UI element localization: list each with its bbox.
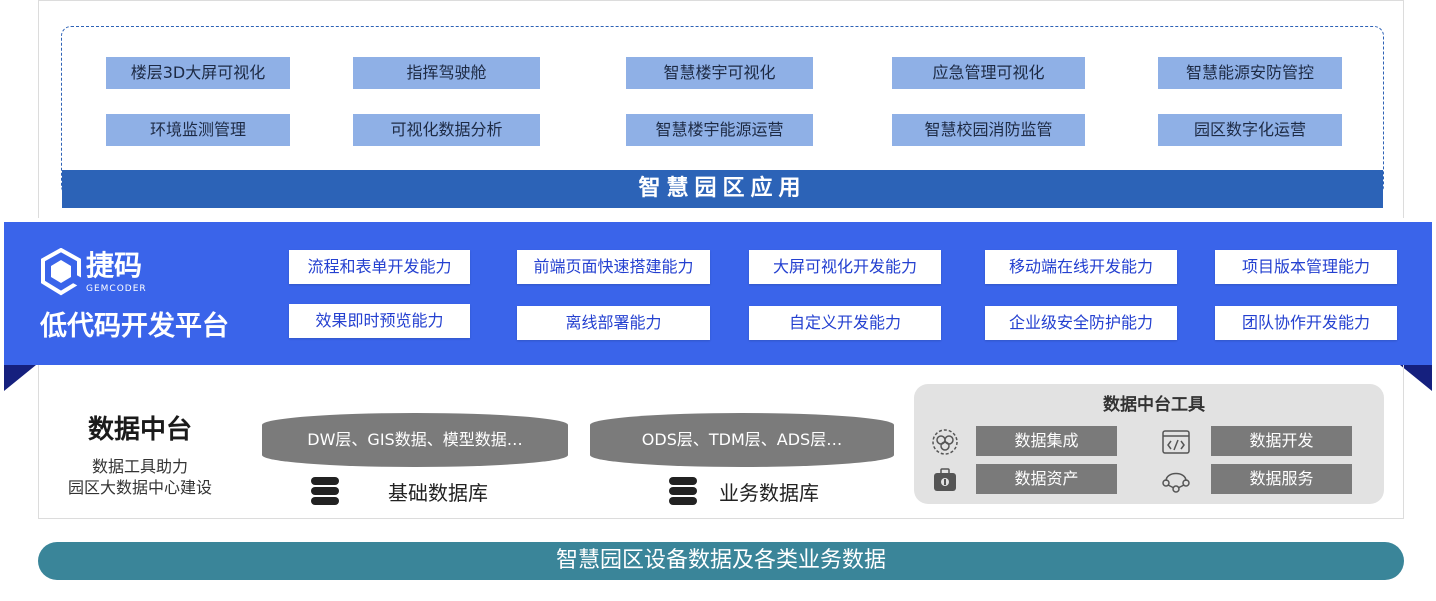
tool-data-assets[interactable]: 数据资产 bbox=[976, 464, 1117, 494]
business-db-label: 业务数据库 bbox=[719, 481, 819, 505]
data-service-icon bbox=[1162, 472, 1190, 493]
app-item-park-digital-ops[interactable]: 园区数字化运营 bbox=[1158, 114, 1342, 146]
capability-offline-deploy[interactable]: 离线部署能力 bbox=[517, 306, 710, 340]
data-asset-icon bbox=[934, 468, 956, 491]
data-platform-subtitle-line2: 园区大数据中心建设 bbox=[67, 478, 212, 497]
database-icon bbox=[669, 477, 697, 505]
capability-enterprise-security[interactable]: 企业级安全防护能力 bbox=[985, 306, 1177, 340]
capability-mobile-dev[interactable]: 移动端在线开发能力 bbox=[985, 250, 1177, 284]
applications-band-title: 智慧园区应用 bbox=[62, 170, 1383, 208]
business-db-contents: ODS层、TDM层、ADS层… bbox=[590, 413, 894, 467]
base-db-label: 基础数据库 bbox=[388, 481, 488, 505]
capability-frontend-builder[interactable]: 前端页面快速搭建能力 bbox=[517, 250, 710, 284]
band-fold-right bbox=[1400, 365, 1432, 391]
band-fold-left bbox=[4, 365, 36, 391]
tool-data-service[interactable]: 数据服务 bbox=[1211, 464, 1352, 494]
data-platform-frame bbox=[38, 365, 1404, 519]
data-platform-subtitle-line1: 数据工具助力 bbox=[91, 457, 188, 476]
capability-instant-preview[interactable]: 效果即时预览能力 bbox=[289, 304, 470, 338]
capability-bigscreen-vis[interactable]: 大屏可视化开发能力 bbox=[749, 250, 941, 284]
app-item-energy-security[interactable]: 智慧能源安防管控 bbox=[1158, 57, 1342, 89]
gemcoder-logo-icon bbox=[41, 248, 82, 296]
data-integration-icon bbox=[932, 429, 958, 455]
data-tools-title: 数据中台工具 bbox=[1103, 395, 1205, 415]
lowcode-platform-title: 低代码开发平台 bbox=[40, 311, 229, 342]
capability-version-mgmt[interactable]: 项目版本管理能力 bbox=[1215, 250, 1397, 284]
data-source-bar: 智慧园区设备数据及各类业务数据 bbox=[38, 542, 1404, 580]
app-item-campus-fire[interactable]: 智慧校园消防监管 bbox=[892, 114, 1085, 146]
lowcode-platform-band bbox=[4, 222, 1432, 365]
tool-data-integration[interactable]: 数据集成 bbox=[976, 426, 1117, 456]
capability-process-form[interactable]: 流程和表单开发能力 bbox=[289, 250, 470, 284]
data-platform-title: 数据中台 bbox=[87, 415, 192, 445]
code-dev-icon bbox=[1162, 430, 1190, 454]
app-item-building-energy[interactable]: 智慧楼宇能源运营 bbox=[626, 114, 813, 146]
tool-data-development[interactable]: 数据开发 bbox=[1211, 426, 1352, 456]
capability-team-collab[interactable]: 团队协作开发能力 bbox=[1215, 306, 1397, 340]
app-item-smart-building-vis[interactable]: 智慧楼宇可视化 bbox=[626, 57, 813, 89]
app-item-environment[interactable]: 环境监测管理 bbox=[106, 114, 290, 146]
logo-subtext: GEMCODER bbox=[86, 284, 147, 294]
base-db-contents: DW层、GIS数据、模型数据… bbox=[262, 413, 568, 467]
database-icon bbox=[311, 477, 339, 505]
app-item-command-cockpit[interactable]: 指挥驾驶舱 bbox=[353, 57, 540, 89]
app-item-floor-3d[interactable]: 楼层3D大屏可视化 bbox=[106, 57, 290, 89]
app-item-data-analysis[interactable]: 可视化数据分析 bbox=[353, 114, 540, 146]
applications-frame bbox=[38, 0, 1404, 218]
capability-custom-dev[interactable]: 自定义开发能力 bbox=[749, 306, 941, 340]
app-item-emergency-vis[interactable]: 应急管理可视化 bbox=[892, 57, 1085, 89]
logo-text: 捷码 bbox=[86, 249, 143, 282]
